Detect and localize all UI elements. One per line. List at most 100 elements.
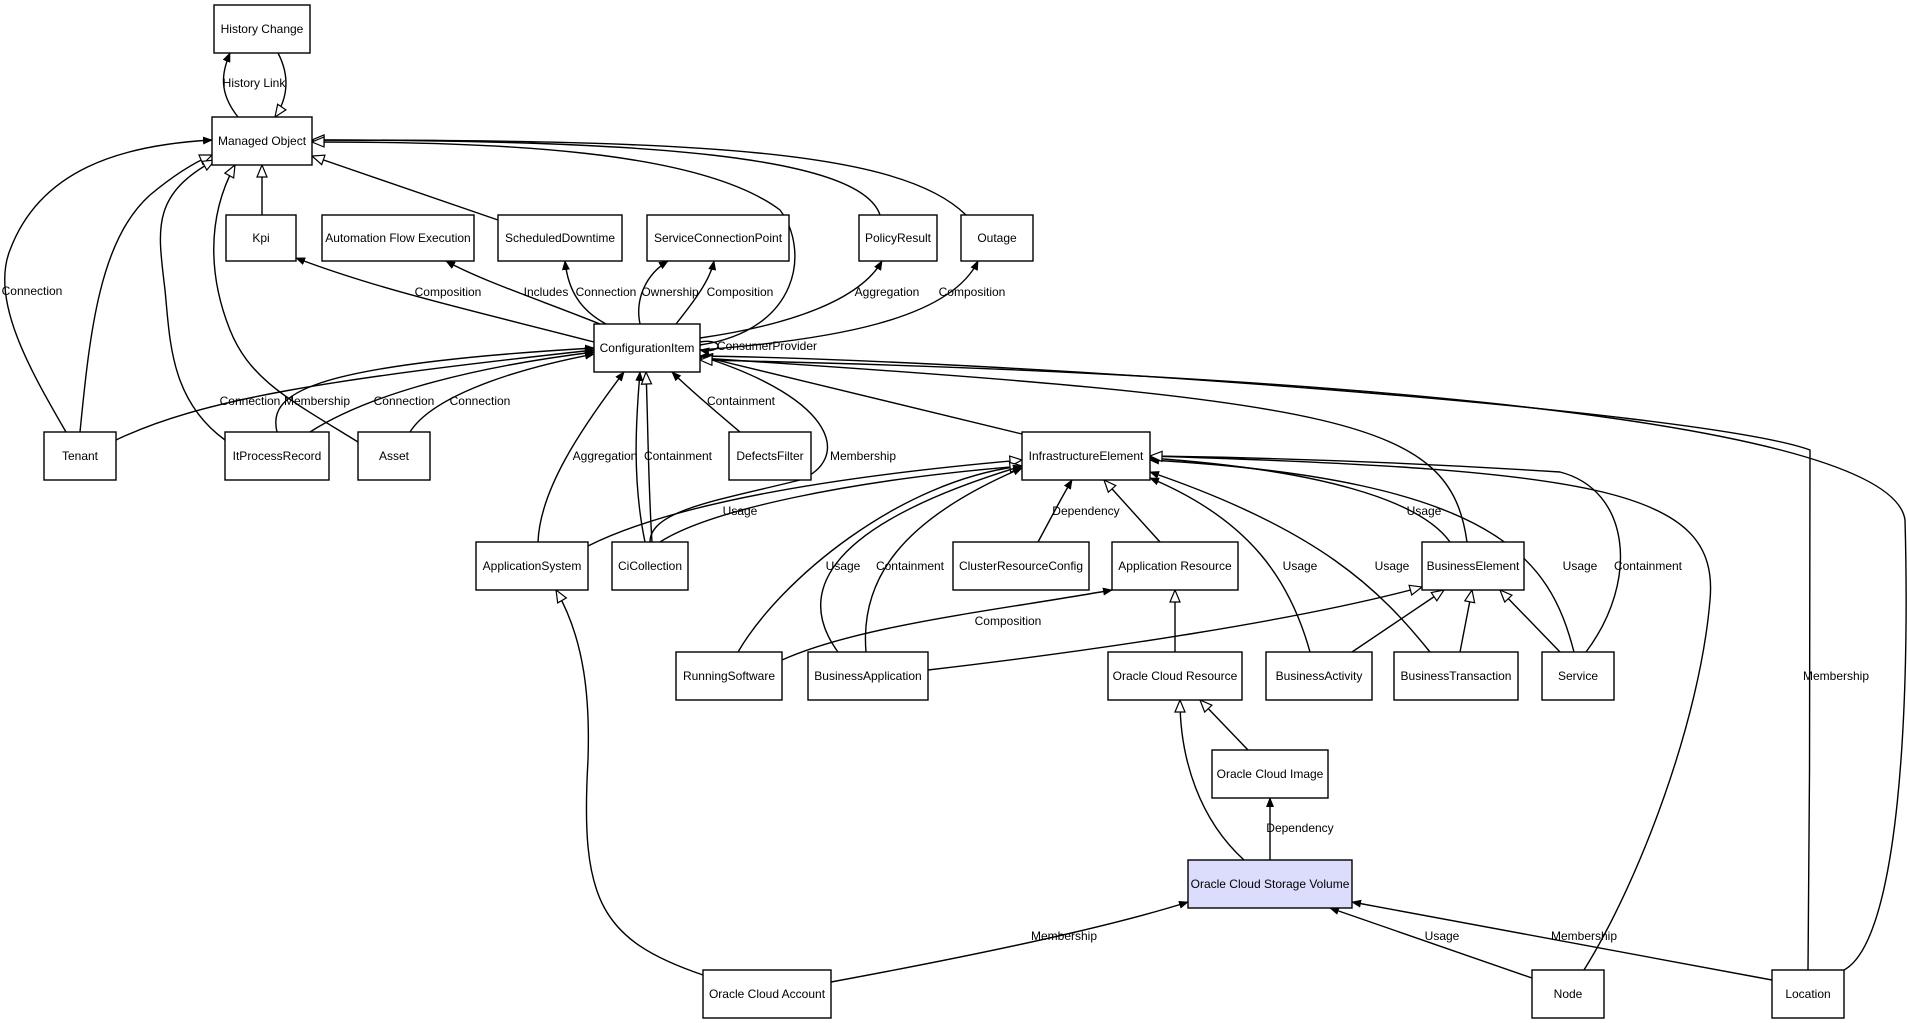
edge-label-membership: Membership	[1803, 669, 1869, 683]
edge-line	[275, 344, 595, 433]
association-edge-ci-collection-to-configuration-item	[635, 371, 646, 543]
class-node-box	[952, 541, 1090, 591]
class-node-business-activity[interactable]: BusinessActivity	[1265, 651, 1373, 701]
inheritance-edge-oracle-cloud-account-to-application-system	[556, 590, 704, 976]
class-node-box	[475, 541, 589, 591]
edge-line	[222, 52, 239, 118]
class-node-service-connection-point[interactable]: ServiceConnectionPoint	[646, 214, 790, 262]
class-node-ci-collection[interactable]: CiCollection	[611, 541, 689, 591]
edge-line	[312, 140, 967, 216]
class-node-label: ScheduledDowntime	[505, 231, 615, 245]
class-node-box	[611, 541, 689, 591]
class-node-label: Node	[1554, 987, 1583, 1001]
class-node-scheduled-downtime[interactable]: ScheduledDowntime	[497, 214, 623, 262]
class-node-business-transaction[interactable]: BusinessTransaction	[1393, 651, 1519, 701]
edge-line	[295, 257, 595, 343]
class-node-service[interactable]: Service	[1541, 651, 1615, 701]
association-edge-managed-object-to-history-change	[222, 52, 239, 118]
association-edge-configuration-item-to-service-connection-point	[675, 260, 717, 325]
edge-line	[1351, 899, 1773, 981]
class-node-kpi[interactable]: Kpi	[225, 214, 297, 262]
edge-label-history-link: History Link	[223, 76, 287, 90]
class-node-box	[1393, 651, 1519, 701]
class-node-business-element[interactable]: BusinessElement	[1421, 541, 1525, 591]
edge-line	[700, 360, 1907, 971]
inheritance-edge-node-to-infrastructure-element	[1150, 456, 1712, 971]
edge-line	[864, 467, 1023, 653]
class-node-box	[1211, 749, 1329, 799]
class-node-oracle-cloud-resource[interactable]: Oracle Cloud Resource	[1107, 651, 1243, 701]
edge-line	[700, 356, 1023, 435]
class-node-defects-filter[interactable]: DefectsFilter	[728, 431, 812, 481]
inheritance-edge-business-element-to-configuration-item	[700, 358, 1468, 543]
association-edge-asset-to-configuration-item	[409, 351, 595, 433]
class-node-label: ApplicationSystem	[483, 559, 582, 573]
association-edge-configuration-item-to-configuration-item	[699, 340, 719, 356]
class-node-label: Outage	[977, 231, 1017, 245]
edge-line	[927, 587, 1422, 671]
class-node-box	[497, 214, 623, 262]
class-node-box	[646, 214, 790, 262]
class-node-configuration-item[interactable]: ConfigurationItem	[593, 323, 701, 373]
class-node-automation-flow-execution[interactable]: Automation Flow Execution	[321, 214, 475, 262]
edge-label-usage: Usage	[1283, 559, 1318, 573]
inheritance-edge-location-to-configuration-item	[700, 360, 1907, 971]
class-node-label: Asset	[379, 449, 410, 463]
edge-line	[1149, 452, 1622, 653]
edge-line	[409, 351, 595, 433]
class-node-outage[interactable]: Outage	[960, 214, 1034, 262]
inheritance-edge-ci-collection-to-configuration-item	[646, 372, 653, 543]
association-edge-configuration-item-to-policy-result	[699, 260, 883, 339]
class-node-business-application[interactable]: BusinessApplication	[807, 651, 929, 701]
association-edge-business-application-to-infrastructure-element	[864, 467, 1023, 653]
edge-line	[312, 156, 499, 221]
class-node-label: BusinessApplication	[814, 669, 921, 683]
inheritance-edge-business-application-to-business-element	[927, 587, 1422, 671]
edge-line	[312, 142, 796, 346]
edge-label-connection: Connection	[374, 394, 435, 408]
association-edge-service-to-infrastructure-element	[1149, 452, 1622, 653]
edge-label-membership: Membership	[830, 449, 896, 463]
edge-line	[537, 371, 625, 543]
class-node-oracle-cloud-image[interactable]: Oracle Cloud Image	[1211, 749, 1329, 799]
class-node-box	[1421, 541, 1525, 591]
class-node-policy-result[interactable]: PolicyResult	[858, 214, 938, 262]
association-edge-node-to-oracle-cloud-storage-volume	[1329, 907, 1533, 979]
class-node-label: History Change	[221, 22, 304, 36]
class-node-infrastructure-element[interactable]: InfrastructureElement	[1021, 431, 1151, 481]
class-node-history-change[interactable]: History Change	[213, 4, 311, 54]
class-node-box	[960, 214, 1034, 262]
inheritance-edge-it-process-record-to-managed-object	[159, 160, 226, 441]
edge-line	[671, 371, 741, 433]
edge-label-includes: Includes	[524, 285, 569, 299]
edge-line	[587, 460, 1022, 547]
edge-label-usage: Usage	[1425, 929, 1460, 943]
class-node-cluster-resource-config[interactable]: ClusterResourceConfig	[952, 541, 1090, 591]
class-node-label: Kpi	[252, 231, 269, 245]
class-node-box	[1531, 969, 1605, 1019]
edge-line	[1104, 480, 1161, 543]
class-node-application-system[interactable]: ApplicationSystem	[475, 541, 589, 591]
association-edge-location-to-configuration-item	[699, 352, 1811, 971]
class-node-location[interactable]: Location	[1771, 969, 1845, 1019]
association-edge-business-transaction-to-infrastructure-element	[1149, 471, 1431, 653]
inheritance-edge-configuration-item-to-managed-object	[312, 142, 796, 346]
inheritance-edge-oracle-cloud-storage-volume-to-oracle-cloud-resource	[1180, 700, 1245, 861]
class-node-node[interactable]: Node	[1531, 969, 1605, 1019]
class-node-application-resource[interactable]: Application Resource	[1111, 541, 1239, 591]
class-node-asset[interactable]: Asset	[357, 431, 431, 481]
class-node-oracle-cloud-account[interactable]: Oracle Cloud Account	[702, 969, 832, 1019]
edge-label-aggregation: Aggregation	[855, 285, 920, 299]
class-node-managed-object[interactable]: Managed Object	[211, 116, 313, 166]
edge-line	[1037, 479, 1073, 543]
association-edge-cluster-resource-config-to-infrastructure-element	[1037, 479, 1073, 543]
class-node-running-software[interactable]: RunningSoftware	[675, 651, 783, 701]
edge-line	[699, 260, 883, 339]
class-node-it-process-record[interactable]: ItProcessRecord	[224, 431, 330, 481]
class-node-oracle-cloud-storage-volume[interactable]: Oracle Cloud Storage Volume	[1187, 859, 1353, 909]
edge-line	[1149, 477, 1311, 653]
class-node-label: DefectsFilter	[736, 449, 803, 463]
class-node-tenant[interactable]: Tenant	[43, 431, 117, 481]
edge-line	[699, 340, 719, 356]
